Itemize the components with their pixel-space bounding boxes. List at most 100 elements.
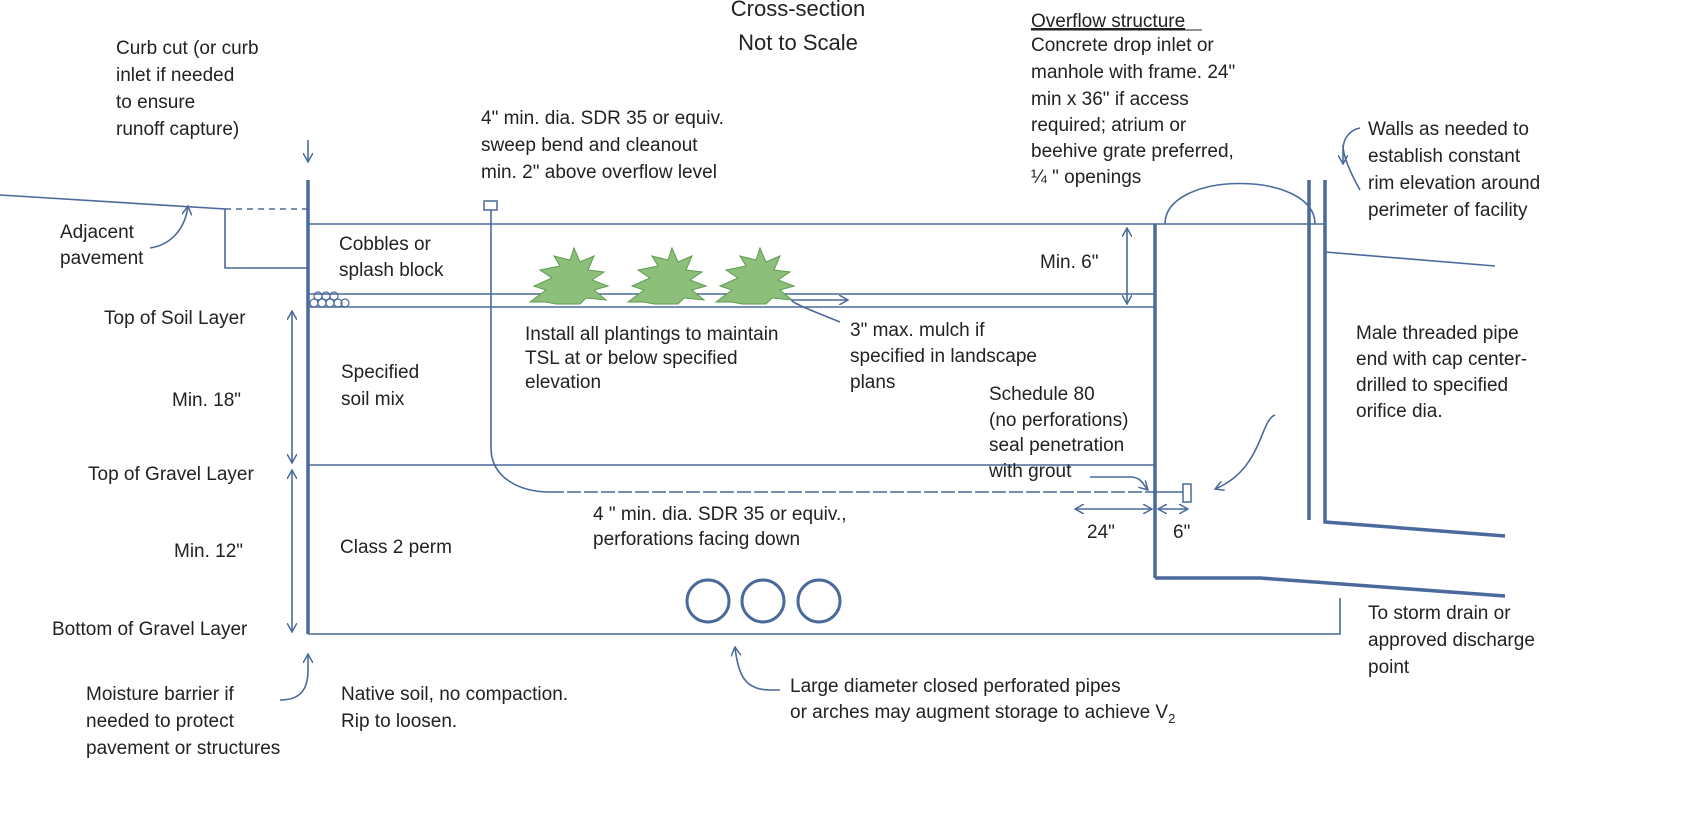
svg-text:Specified: Specified	[341, 362, 419, 383]
right-wall-inner	[1323, 180, 1506, 538]
male-threaded-leader	[1215, 414, 1276, 489]
moisture-barrier-label: Moisture barrier if needed to protect pa…	[86, 684, 280, 759]
svg-text:To storm drain or: To storm drain or	[1368, 603, 1511, 624]
sweep-bend-label: 4" min. dia. SDR 35 or equiv. sweep bend…	[481, 108, 724, 183]
svg-text:perforations facing down: perforations facing down	[593, 529, 800, 550]
svg-text:plans: plans	[850, 372, 895, 393]
svg-text:Overflow structure: Overflow structure	[1031, 11, 1185, 32]
adjacent-pavement-line	[0, 194, 308, 269]
svg-text:3" max. mulch if: 3" max. mulch if	[850, 320, 985, 341]
min-6-label: Min. 6"	[1040, 252, 1098, 273]
svg-text:TSL at or below specified: TSL at or below specified	[525, 348, 738, 369]
grate-dome-icon	[1164, 182, 1316, 225]
svg-text:Moisture barrier if: Moisture barrier if	[86, 684, 235, 705]
specified-soil-label: Specified soil mix	[341, 362, 419, 410]
cleanout-riser-pipe	[490, 210, 551, 493]
large-pipes-leader	[735, 647, 780, 691]
svg-text:inlet if needed: inlet if needed	[116, 65, 234, 86]
svg-text:4" min. dia. SDR 35 or equiv.: 4" min. dia. SDR 35 or equiv.	[481, 108, 724, 129]
male-threaded-label: Male threaded pipe end with cap center- …	[1356, 323, 1527, 422]
storage-pipe-icon	[685, 578, 842, 624]
native-soil-label: Native soil, no compaction. Rip to loose…	[341, 684, 568, 732]
svg-text:specified in landscape: specified in landscape	[850, 346, 1037, 367]
svg-text:perimeter of facility: perimeter of facility	[1368, 200, 1528, 221]
adjacent-pavement-leader	[149, 206, 188, 249]
svg-text:Walls as needed to: Walls as needed to	[1368, 119, 1529, 140]
svg-text:establish constant: establish constant	[1368, 146, 1521, 167]
curb-cut-label: Curb cut (or curb inlet if needed to ens…	[116, 38, 259, 140]
overflow-structure-label: Overflow structure Concrete drop inlet o…	[1031, 11, 1235, 188]
walls-leader-hook	[1342, 127, 1361, 151]
outlet-pipe-top	[1155, 576, 1506, 598]
class-2-perm-label: Class 2 perm	[340, 537, 452, 558]
walls-label: Walls as needed to establish constant ri…	[1368, 119, 1540, 221]
svg-text:Male threaded pipe: Male threaded pipe	[1356, 323, 1519, 344]
svg-text:drilled to specified: drilled to specified	[1356, 375, 1508, 396]
install-plantings-label: Install all plantings to maintain TSL at…	[525, 324, 778, 393]
cleanout-cap-icon	[483, 200, 498, 211]
adjacent-pavement-label: Adjacent pavement	[60, 222, 144, 269]
svg-text:Concrete drop inlet or: Concrete drop inlet or	[1031, 35, 1214, 56]
svg-text:pavement: pavement	[60, 248, 144, 269]
plant-icon	[529, 247, 795, 305]
svg-text:Schedule 80: Schedule 80	[989, 384, 1095, 405]
top-of-gravel-label: Top of Gravel Layer	[88, 464, 254, 485]
svg-text:end with cap center-: end with cap center-	[1356, 349, 1527, 370]
svg-text:or arches may augment storage: or arches may augment storage to achieve…	[790, 702, 1175, 726]
svg-text:point: point	[1368, 657, 1410, 678]
svg-text:Native soil, no compaction.: Native soil, no compaction.	[341, 684, 568, 705]
svg-text:needed to protect: needed to protect	[86, 711, 235, 732]
svg-text:pavement or structures: pavement or structures	[86, 738, 280, 759]
min-12-label: Min. 12"	[174, 541, 243, 562]
svg-text:to ensure: to ensure	[116, 92, 195, 113]
bottom-of-gravel-line	[308, 598, 1341, 635]
svg-text:orifice dia.: orifice dia.	[1356, 401, 1443, 422]
svg-text:rim elevation around: rim elevation around	[1368, 173, 1540, 194]
mulch-label: 3" max. mulch if specified in landscape …	[850, 320, 1037, 393]
svg-text:Rip to loosen.: Rip to loosen.	[341, 711, 457, 732]
svg-text:with grout: with grout	[988, 461, 1072, 482]
diagram-title: Cross-section	[731, 0, 865, 21]
svg-text:required; atrium or: required; atrium or	[1031, 115, 1187, 136]
gravel-pebble-icon	[309, 291, 350, 308]
right-ground-line	[1324, 251, 1496, 267]
storm-drain-label: To storm drain or approved discharge poi…	[1368, 603, 1535, 678]
large-pipes-line2: or arches may augment storage to achieve…	[790, 702, 1168, 723]
walls-leader	[1342, 144, 1361, 191]
svg-text:splash block: splash block	[339, 260, 444, 281]
svg-text:Install all plantings to maint: Install all plantings to maintain	[525, 324, 778, 345]
svg-text:sweep bend and cleanout: sweep bend and cleanout	[481, 135, 698, 156]
bottom-of-gravel-label: Bottom of Gravel Layer	[52, 619, 248, 640]
svg-text:seal penetration: seal penetration	[989, 435, 1124, 456]
svg-text:beehive grate preferred,: beehive grate preferred,	[1031, 141, 1234, 162]
svg-text:Cobbles or: Cobbles or	[339, 234, 432, 255]
top-of-soil-label: Top of Soil Layer	[104, 308, 246, 329]
svg-text:4 " min. dia. SDR 35 or equiv.: 4 " min. dia. SDR 35 or equiv.,	[593, 504, 847, 525]
svg-text:Adjacent: Adjacent	[60, 222, 135, 243]
diagram-subtitle: Not to Scale	[738, 30, 858, 55]
svg-text:Curb cut (or curb: Curb cut (or curb	[116, 38, 259, 59]
orifice-cap-icon	[1182, 483, 1192, 503]
schedule-80-leader	[1090, 476, 1148, 490]
svg-text:min x 36" if access: min x 36" if access	[1031, 89, 1189, 110]
large-pipes-subscript: 2	[1168, 711, 1175, 726]
svg-text:elevation: elevation	[525, 372, 601, 393]
schedule-80-label: Schedule 80 (no perforations) seal penet…	[988, 384, 1128, 482]
large-pipes-label: Large diameter closed perforated pipes o…	[790, 676, 1175, 726]
svg-text:manhole with frame. 24": manhole with frame. 24"	[1031, 62, 1235, 83]
svg-text:Large diameter closed perforat: Large diameter closed perforated pipes	[790, 676, 1121, 697]
svg-text:runoff capture): runoff capture)	[116, 119, 239, 140]
svg-text:soil mix: soil mix	[341, 389, 405, 410]
moisture-barrier-hook	[279, 669, 309, 701]
svg-text:(no perforations): (no perforations)	[989, 410, 1128, 431]
dim-24-label: 24"	[1087, 522, 1115, 543]
svg-text:¼ " openings: ¼ " openings	[1031, 167, 1141, 188]
underdrain-label: 4 " min. dia. SDR 35 or equiv., perforat…	[593, 504, 847, 550]
cobbles-label: Cobbles or splash block	[339, 234, 444, 281]
svg-text:approved discharge: approved discharge	[1368, 630, 1535, 651]
min-18-label: Min. 18"	[172, 390, 241, 411]
svg-text:min. 2" above overflow level: min. 2" above overflow level	[481, 162, 717, 183]
mulch-leader	[791, 300, 848, 323]
dim-6-label: 6"	[1173, 522, 1190, 543]
